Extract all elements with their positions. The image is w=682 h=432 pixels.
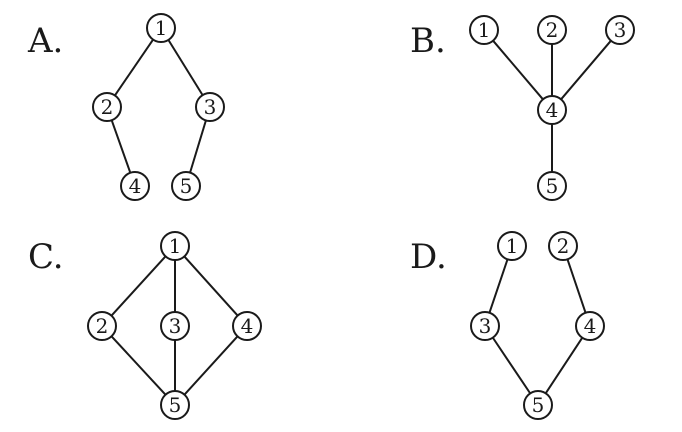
node-circle <box>232 311 262 341</box>
node-circle <box>120 171 150 201</box>
edge-d-3-5 <box>491 337 532 394</box>
edge-d-2-4 <box>566 258 587 314</box>
node-a-4: 4 <box>120 171 150 201</box>
option-b-graph: B. 1 2 3 4 5 <box>410 15 635 201</box>
node-c-3: 3 <box>160 311 190 341</box>
node-d-4: 4 <box>575 311 605 341</box>
edge-d-4-5 <box>544 337 584 394</box>
node-c-5: 5 <box>160 390 190 420</box>
node-circle <box>160 390 190 420</box>
node-circle <box>171 171 201 201</box>
node-circle <box>87 311 117 341</box>
node-circle <box>537 95 567 125</box>
option-a-label: A. <box>27 21 63 61</box>
node-circle <box>523 390 553 420</box>
node-c-2: 2 <box>87 311 117 341</box>
edge-c-1-2 <box>110 255 167 317</box>
edge-c-1-4 <box>183 255 239 317</box>
node-number: 3 <box>204 95 217 119</box>
option-d-label: D. <box>410 237 447 277</box>
node-number: 5 <box>546 174 559 198</box>
option-d-graph: D. 1 2 3 4 5 <box>410 231 605 420</box>
node-number: 5 <box>169 393 182 417</box>
node-c-1: 1 <box>160 231 190 261</box>
node-circle <box>469 15 499 45</box>
node-b-4: 4 <box>537 95 567 125</box>
node-b-5: 5 <box>537 171 567 201</box>
node-circle <box>92 92 122 122</box>
node-number: 3 <box>479 314 492 338</box>
node-circle <box>575 311 605 341</box>
node-circle <box>537 171 567 201</box>
node-b-2: 2 <box>537 15 567 45</box>
node-number: 4 <box>241 314 254 338</box>
node-a-1: 1 <box>146 13 176 43</box>
edge-d-1-3 <box>488 258 509 314</box>
node-number: 2 <box>546 18 559 42</box>
edge-c-2-5 <box>110 335 167 396</box>
edge-b-3-4 <box>560 40 612 100</box>
node-d-2: 2 <box>548 231 578 261</box>
node-circle <box>160 311 190 341</box>
node-circle <box>470 311 500 341</box>
option-c-label: C. <box>28 237 64 277</box>
node-a-3: 3 <box>195 92 225 122</box>
edge-c-4-5 <box>183 335 239 396</box>
node-number: 4 <box>584 314 597 338</box>
node-number: 1 <box>478 18 491 42</box>
node-number: 2 <box>557 234 570 258</box>
node-number: 5 <box>180 174 193 198</box>
node-circle <box>605 15 635 45</box>
node-number: 1 <box>506 234 519 258</box>
edge-b-1-4 <box>492 40 544 100</box>
node-circle <box>160 231 190 261</box>
node-number: 2 <box>96 314 109 338</box>
edge-a-1-2 <box>114 38 154 97</box>
edge-a-2-4 <box>110 119 132 174</box>
node-number: 1 <box>155 16 168 40</box>
node-d-3: 3 <box>470 311 500 341</box>
option-a-graph: A. 1 2 3 4 5 <box>27 13 225 201</box>
edge-a-3-5 <box>189 120 207 173</box>
node-a-2: 2 <box>92 92 122 122</box>
node-number: 1 <box>169 234 182 258</box>
option-c-graph: C. 1 2 3 4 5 <box>28 231 262 420</box>
node-number: 3 <box>169 314 182 338</box>
node-c-4: 4 <box>232 311 262 341</box>
node-d-1: 1 <box>497 231 527 261</box>
node-b-1: 1 <box>469 15 499 45</box>
node-circle <box>146 13 176 43</box>
node-circle <box>195 92 225 122</box>
node-circle <box>537 15 567 45</box>
node-a-5: 5 <box>171 171 201 201</box>
node-number: 4 <box>546 98 559 122</box>
node-d-5: 5 <box>523 390 553 420</box>
node-number: 3 <box>614 18 627 42</box>
node-number: 5 <box>532 393 545 417</box>
node-number: 4 <box>129 174 142 198</box>
node-number: 2 <box>101 95 114 119</box>
node-b-3: 3 <box>605 15 635 45</box>
edge-a-1-3 <box>167 39 204 96</box>
option-b-label: B. <box>410 21 446 61</box>
node-circle <box>497 231 527 261</box>
node-circle <box>548 231 578 261</box>
